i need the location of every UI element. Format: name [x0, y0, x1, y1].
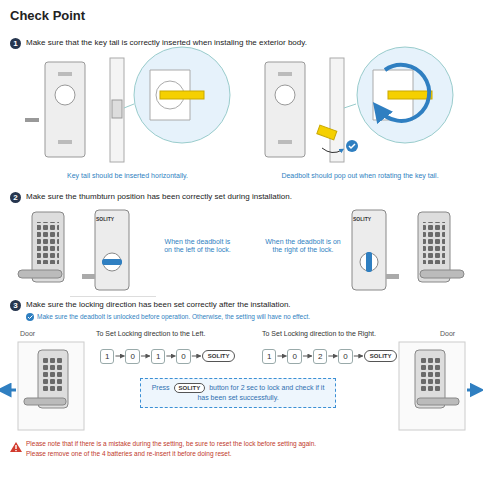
- sequence-arrow: [115, 356, 124, 357]
- warning-icon: [10, 442, 22, 452]
- sequence-arrow: [277, 356, 286, 357]
- node-text: 0: [181, 352, 185, 361]
- caption: Deadbolt should pop out when rotating th…: [245, 172, 475, 180]
- sequence-arrow: [192, 356, 201, 357]
- caption: When the deadbolt is on the left of the …: [160, 238, 235, 255]
- step-number: 2: [10, 192, 21, 203]
- step-heading: Make sure the thumbturn position has bee…: [26, 192, 292, 202]
- node-text: 1: [267, 352, 271, 361]
- warning-text: Please note that if there is a mistake d…: [26, 440, 476, 448]
- sequence-arrow: [303, 356, 312, 357]
- key-box: 1: [151, 349, 165, 364]
- door-left: [4, 342, 84, 430]
- node-text: button for 2 sec to lock and check if it…: [197, 384, 324, 401]
- key-box: 0: [338, 349, 352, 364]
- warning-text: Please remove one of the 4 batteries and…: [26, 450, 476, 458]
- step-number: 1: [10, 38, 21, 49]
- plate-left: [25, 47, 230, 162]
- caption: Key tail should be inserted horizontally…: [20, 172, 235, 180]
- door-right: [399, 342, 477, 430]
- sequence-arrow: [354, 356, 363, 357]
- node-text: 2: [318, 352, 322, 361]
- node-text: SOLITY: [208, 353, 230, 359]
- key-box: 0: [176, 349, 190, 364]
- key-box: 0: [287, 349, 301, 364]
- node-text: 0: [130, 352, 134, 361]
- lock-right: [352, 210, 464, 290]
- node-text: 0: [343, 352, 347, 361]
- node-text: 1: [105, 352, 109, 361]
- key-box: 1: [262, 349, 276, 364]
- key-box: 1: [100, 349, 114, 364]
- lock-left: [18, 210, 156, 297]
- page-title: Check Point: [10, 8, 85, 24]
- caption: When the deadbolt is on the right of the…: [262, 238, 344, 255]
- key-box: 2: [313, 349, 327, 364]
- instruction: To Set Locking direction to the Right.: [262, 330, 397, 338]
- logo-text: SOLITY: [96, 216, 114, 222]
- note: Make sure the deadbolt is unlocked befor…: [37, 313, 310, 321]
- lock-button: SOLITY: [364, 350, 398, 362]
- sequence-arrow: [141, 356, 150, 357]
- door-label: Door: [440, 330, 455, 338]
- step-heading: Make sure that the key tail is correctly…: [26, 38, 307, 48]
- instruction: To Set Locking direction to the Left.: [96, 330, 256, 338]
- button-pill: SOLITY: [174, 383, 206, 393]
- logo-text: SOLITY: [353, 216, 371, 222]
- key-box: 0: [125, 349, 139, 364]
- node-text: 1: [156, 352, 160, 361]
- instruction-box: Press SOLITY button for 2 sec to lock an…: [140, 378, 336, 408]
- sequence-arrow: [166, 356, 175, 357]
- node-text: 0: [292, 352, 296, 361]
- step-heading: Make sure the locking direction has been…: [26, 300, 291, 310]
- plate-right: [265, 47, 453, 162]
- door-label: Door: [20, 330, 35, 338]
- sequence-arrow: [328, 356, 337, 357]
- node-text: Press: [152, 384, 170, 391]
- lock-button: SOLITY: [202, 350, 236, 362]
- step-number: 3: [10, 300, 21, 311]
- node-text: SOLITY: [370, 353, 392, 359]
